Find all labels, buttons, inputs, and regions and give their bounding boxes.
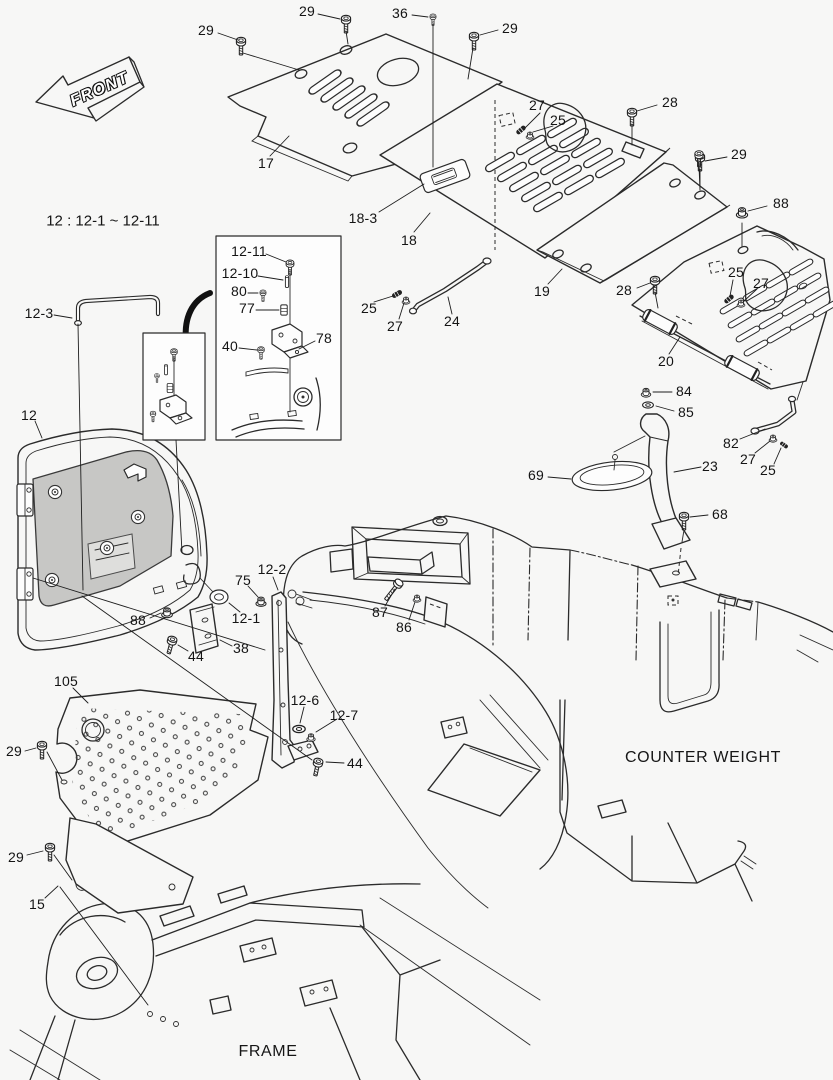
machine-body bbox=[282, 515, 833, 909]
rod-12-3 bbox=[73, 294, 161, 327]
detail-box-small bbox=[142, 290, 213, 441]
latch-18-3 bbox=[419, 158, 471, 194]
front-arrow bbox=[35, 56, 145, 122]
assembly-lines bbox=[32, 23, 743, 1006]
bracket-38-area bbox=[161, 603, 219, 656]
bolt-87 bbox=[381, 577, 405, 604]
leader-lines bbox=[24, 13, 782, 899]
rod-24 bbox=[390, 257, 492, 315]
cover-20 bbox=[631, 225, 833, 390]
side-door-12 bbox=[16, 428, 229, 651]
perforated-plate-105 bbox=[55, 689, 269, 846]
mirror-assembly bbox=[571, 387, 691, 577]
bracket-strip-12-2 bbox=[255, 591, 325, 778]
door-hinge-lower bbox=[16, 567, 34, 601]
door-hinge-upper bbox=[16, 483, 34, 517]
nut-86 bbox=[412, 594, 422, 603]
rod-82 bbox=[750, 381, 804, 450]
plate-15 bbox=[65, 817, 194, 914]
frame-structure bbox=[9, 883, 541, 1080]
detail-box-large bbox=[215, 235, 342, 441]
